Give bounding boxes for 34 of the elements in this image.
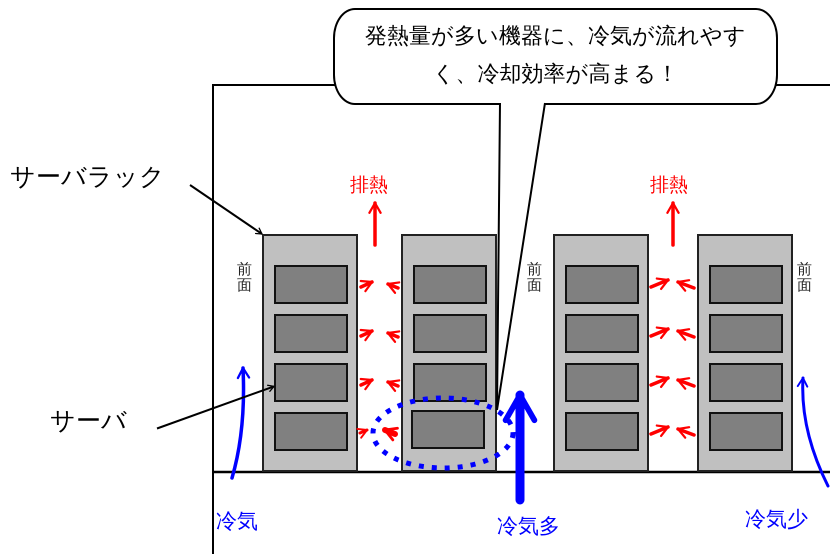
leader-line [156, 384, 275, 430]
server-unit [274, 363, 348, 402]
server-unit [413, 363, 487, 402]
server-unit [565, 265, 639, 304]
server-rack [697, 234, 793, 472]
cold-air-label: 冷気 [216, 508, 258, 535]
front-side-label: 前面 [527, 262, 542, 294]
server-unit [274, 412, 348, 451]
server-unit [709, 314, 783, 353]
server-unit [274, 314, 348, 353]
heat-exhaust-label: 排熱 [650, 173, 688, 198]
hotspot-ellipse [370, 395, 516, 471]
speech-bubble: 発熱量が多い機器に、冷気が流れやすく、冷却効率が高まる！ [333, 8, 778, 105]
server-unit [274, 265, 348, 304]
callout-text: サーバラック [10, 160, 165, 193]
server-unit [565, 363, 639, 402]
server-unit [709, 363, 783, 402]
server-unit [413, 265, 487, 304]
heat-exhaust-label: 排熱 [350, 173, 388, 198]
cold-air-label: 冷気多 [497, 513, 560, 540]
server-unit [565, 314, 639, 353]
server-unit [565, 412, 639, 451]
server-unit [411, 410, 485, 449]
server-unit [709, 412, 783, 451]
server-unit [709, 265, 783, 304]
leader-line [189, 184, 263, 235]
front-side-label: 前面 [797, 262, 812, 294]
front-side-label: 前面 [237, 262, 252, 294]
cold-air-label: 冷気少 [745, 506, 808, 533]
callout-text: サーバ [50, 404, 127, 437]
server-unit [413, 314, 487, 353]
server-rack [553, 234, 649, 472]
server-rack [262, 234, 358, 472]
speech-bubble-tail [496, 101, 546, 411]
